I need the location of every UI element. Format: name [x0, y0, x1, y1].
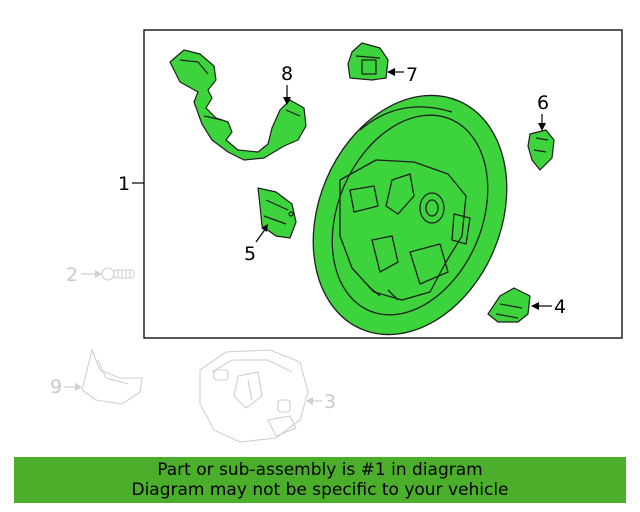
callout-9[interactable]: 9 [50, 376, 62, 398]
assembly-frame [143, 29, 623, 339]
part-7-switch[interactable] [347, 42, 389, 81]
callout-2[interactable]: 2 [66, 264, 78, 286]
callout-9-arrow [75, 383, 82, 391]
callout-3[interactable]: 3 [324, 391, 336, 413]
part-6-switch[interactable] [527, 129, 555, 171]
callout-5-arrow [261, 224, 268, 232]
callout-4-arrow [531, 302, 539, 310]
assembly-info-banner: Part or sub-assembly is #1 in diagram Di… [14, 457, 626, 503]
callout-7[interactable]: 7 [406, 64, 418, 86]
callout-1[interactable]: 1 [118, 173, 130, 195]
callout-6-arrow [538, 123, 546, 131]
callout-2-arrow [95, 270, 102, 278]
callout-4[interactable]: 4 [554, 296, 566, 318]
part-8-switch-bezel[interactable] [169, 49, 307, 161]
callout-8-arrow [283, 97, 291, 105]
callout-5[interactable]: 5 [244, 243, 256, 265]
part-3-airbag-cover[interactable] [199, 349, 309, 443]
part-1-steering-wheel[interactable] [278, 65, 542, 364]
banner-line-disclaimer: Diagram may not be specific to your vehi… [131, 480, 509, 500]
callout-7-arrow [387, 68, 395, 76]
part-9-trim-cover[interactable] [81, 348, 143, 405]
part-2-screw[interactable] [101, 267, 135, 281]
callout-3-arrow [306, 397, 313, 405]
part-4-switch[interactable] [487, 287, 531, 323]
callout-8[interactable]: 8 [281, 63, 293, 85]
parts-diagram: 1 8 7 6 [50, 29, 623, 443]
callout-6[interactable]: 6 [537, 92, 549, 114]
callout-5-leader [255, 227, 267, 243]
banner-line-subassembly: Part or sub-assembly is #1 in diagram [157, 460, 483, 480]
